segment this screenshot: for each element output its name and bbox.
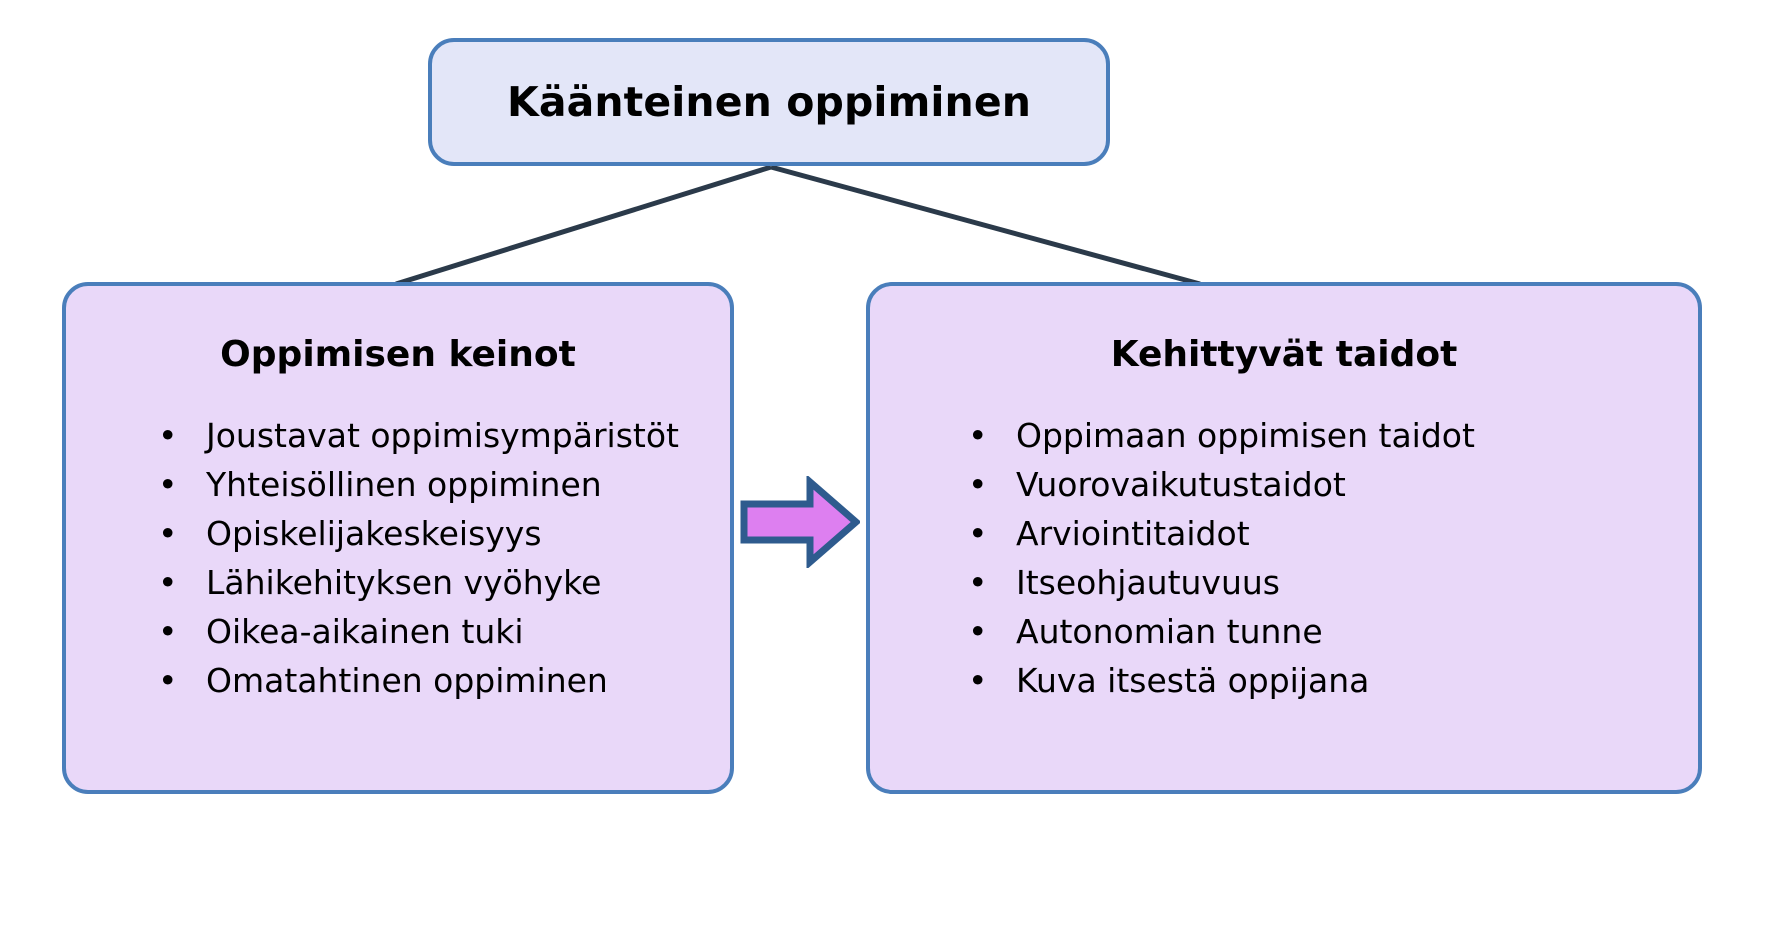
list-item: • Itseohjautuvuus	[968, 566, 1698, 599]
bullet-dot-icon: •	[968, 465, 988, 504]
list-item-label: Joustavat oppimisympäristöt	[206, 416, 679, 455]
list-item-label: Lähikehityksen vyöhyke	[206, 563, 602, 602]
node-kehittyvat-taidot[interactable]: Kehittyvät taidot • Oppimaan oppimisen t…	[866, 282, 1702, 794]
list-item-label: Vuorovaikutustaidot	[1016, 465, 1346, 504]
list-item: • Kuva itsestä oppijana	[968, 664, 1698, 697]
list-item-label: Omatahtinen oppiminen	[206, 661, 608, 700]
list-item: • Oikea-aikainen tuki	[158, 615, 730, 648]
list-item-label: Autonomian tunne	[1016, 612, 1323, 651]
list-item-label: Arviointitaidot	[1016, 514, 1250, 553]
bullet-list-left: • Joustavat oppimisympäristöt • Yhteisöl…	[66, 419, 730, 697]
bullet-dot-icon: •	[968, 514, 988, 553]
list-item-label: Oppimaan oppimisen taidot	[1016, 416, 1475, 455]
list-item-label: Itseohjautuvuus	[1016, 563, 1280, 602]
bullet-dot-icon: •	[968, 661, 988, 700]
branch-title-right: Kehittyvät taidot	[1110, 334, 1458, 375]
list-item-label: Opiskelijakeskeisyys	[206, 514, 542, 553]
bullet-dot-icon: •	[968, 612, 988, 651]
list-item: • Autonomian tunne	[968, 615, 1698, 648]
list-item: • Omatahtinen oppiminen	[158, 664, 730, 697]
bullet-dot-icon: •	[158, 514, 178, 553]
list-item: • Lähikehityksen vyöhyke	[158, 566, 730, 599]
flow-arrow-right-icon	[740, 476, 860, 568]
branch-title-left: Oppimisen keinot	[220, 334, 576, 375]
bullet-dot-icon: •	[158, 612, 178, 651]
bullet-dot-icon: •	[158, 661, 178, 700]
list-item: • Oppimaan oppimisen taidot	[968, 419, 1698, 452]
list-item-label: Kuva itsestä oppijana	[1016, 661, 1370, 700]
bullet-dot-icon: •	[158, 563, 178, 602]
bullet-dot-icon: •	[158, 416, 178, 455]
bullet-list-right: • Oppimaan oppimisen taidot • Vuorovaiku…	[870, 419, 1698, 697]
list-item: • Yhteisöllinen oppiminen	[158, 468, 730, 501]
node-title: Käänteinen oppiminen	[506, 78, 1032, 126]
bullet-dot-icon: •	[968, 563, 988, 602]
node-oppimisen-keinot[interactable]: Oppimisen keinot • Joustavat oppimisympä…	[62, 282, 734, 794]
list-item: • Arviointitaidot	[968, 517, 1698, 550]
connector-line-right	[770, 164, 1201, 287]
node-kaanteinen-oppiminen[interactable]: Käänteinen oppiminen	[428, 38, 1110, 166]
bullet-dot-icon: •	[968, 416, 988, 455]
list-item: • Vuorovaikutustaidot	[968, 468, 1698, 501]
bullet-dot-icon: •	[158, 465, 178, 504]
connector-line-left	[395, 164, 772, 287]
list-item-label: Oikea-aikainen tuki	[206, 612, 524, 651]
list-item: • Opiskelijakeskeisyys	[158, 517, 730, 550]
list-item-label: Yhteisöllinen oppiminen	[206, 465, 602, 504]
list-item: • Joustavat oppimisympäristöt	[158, 419, 730, 452]
